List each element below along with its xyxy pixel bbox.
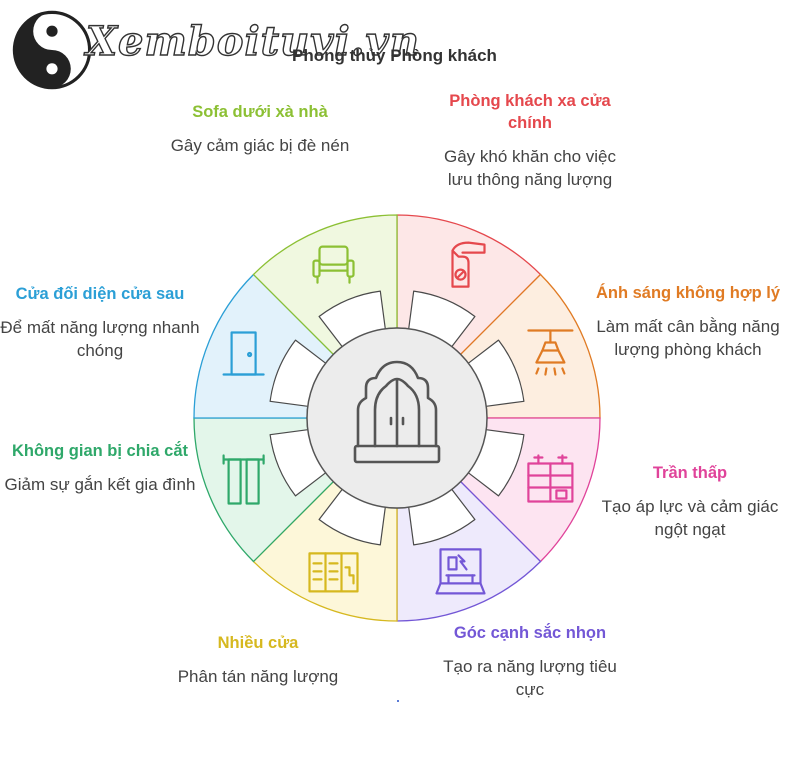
label-description: Phân tán năng lượng xyxy=(177,667,339,686)
label-title: Trần thấp xyxy=(652,464,728,482)
label-description: Làm mất cân bằng năng lượng phòng khách xyxy=(596,317,780,359)
label-anh-sang-khong-hop-ly: Ánh sáng không hợp lý Làm mất cân bằng nă… xyxy=(588,282,788,361)
door-handle-icon xyxy=(451,241,486,288)
label-description: Tạo ra năng lượng tiêu cực xyxy=(443,657,617,699)
ceiling-lamp-icon xyxy=(527,329,574,376)
wardrobe-icon xyxy=(353,360,441,464)
curtain-partition-icon xyxy=(222,454,265,505)
many-doors-icon xyxy=(308,552,359,593)
label-title: Cửa đối diện cửa sau xyxy=(15,285,185,303)
label-description: Giảm sự gắn kết gia đình xyxy=(4,475,196,494)
label-description: Để mất năng lượng nhanh chóng xyxy=(0,318,200,360)
label-title: Không gian bị chia cắt xyxy=(11,442,188,460)
label-description: Gây khó khăn cho việc lưu thông năng lượ… xyxy=(444,147,616,189)
label-title: Phòng khách xa cửa chính xyxy=(449,92,611,132)
sharp-corner-icon xyxy=(435,548,486,595)
label-title: Nhiều cửa xyxy=(217,634,299,652)
label-description: Tạo áp lực và cảm giác ngột ngạt xyxy=(601,497,779,539)
decor-dot xyxy=(397,700,399,702)
yin-yang-logo xyxy=(12,10,92,90)
page-title: Phong thủy Phòng khách xyxy=(292,46,497,65)
label-title: Góc cạnh sắc nhọn xyxy=(453,624,607,642)
low-ceiling-shelf-icon xyxy=(527,454,574,503)
label-title: Sofa dưới xà nhà xyxy=(192,103,328,121)
label-description: Gây cảm giác bị đè nén xyxy=(170,136,350,155)
label-cua-doi-dien-cua-sau: Cửa đối diện cửa sau Để mất năng lượng nh… xyxy=(0,283,200,362)
watermark: Xemboituvi.vn xyxy=(85,17,420,65)
sofa-icon xyxy=(312,245,355,284)
door-icon xyxy=(222,331,265,376)
label-title: Ánh sáng không hợp lý xyxy=(595,284,781,302)
